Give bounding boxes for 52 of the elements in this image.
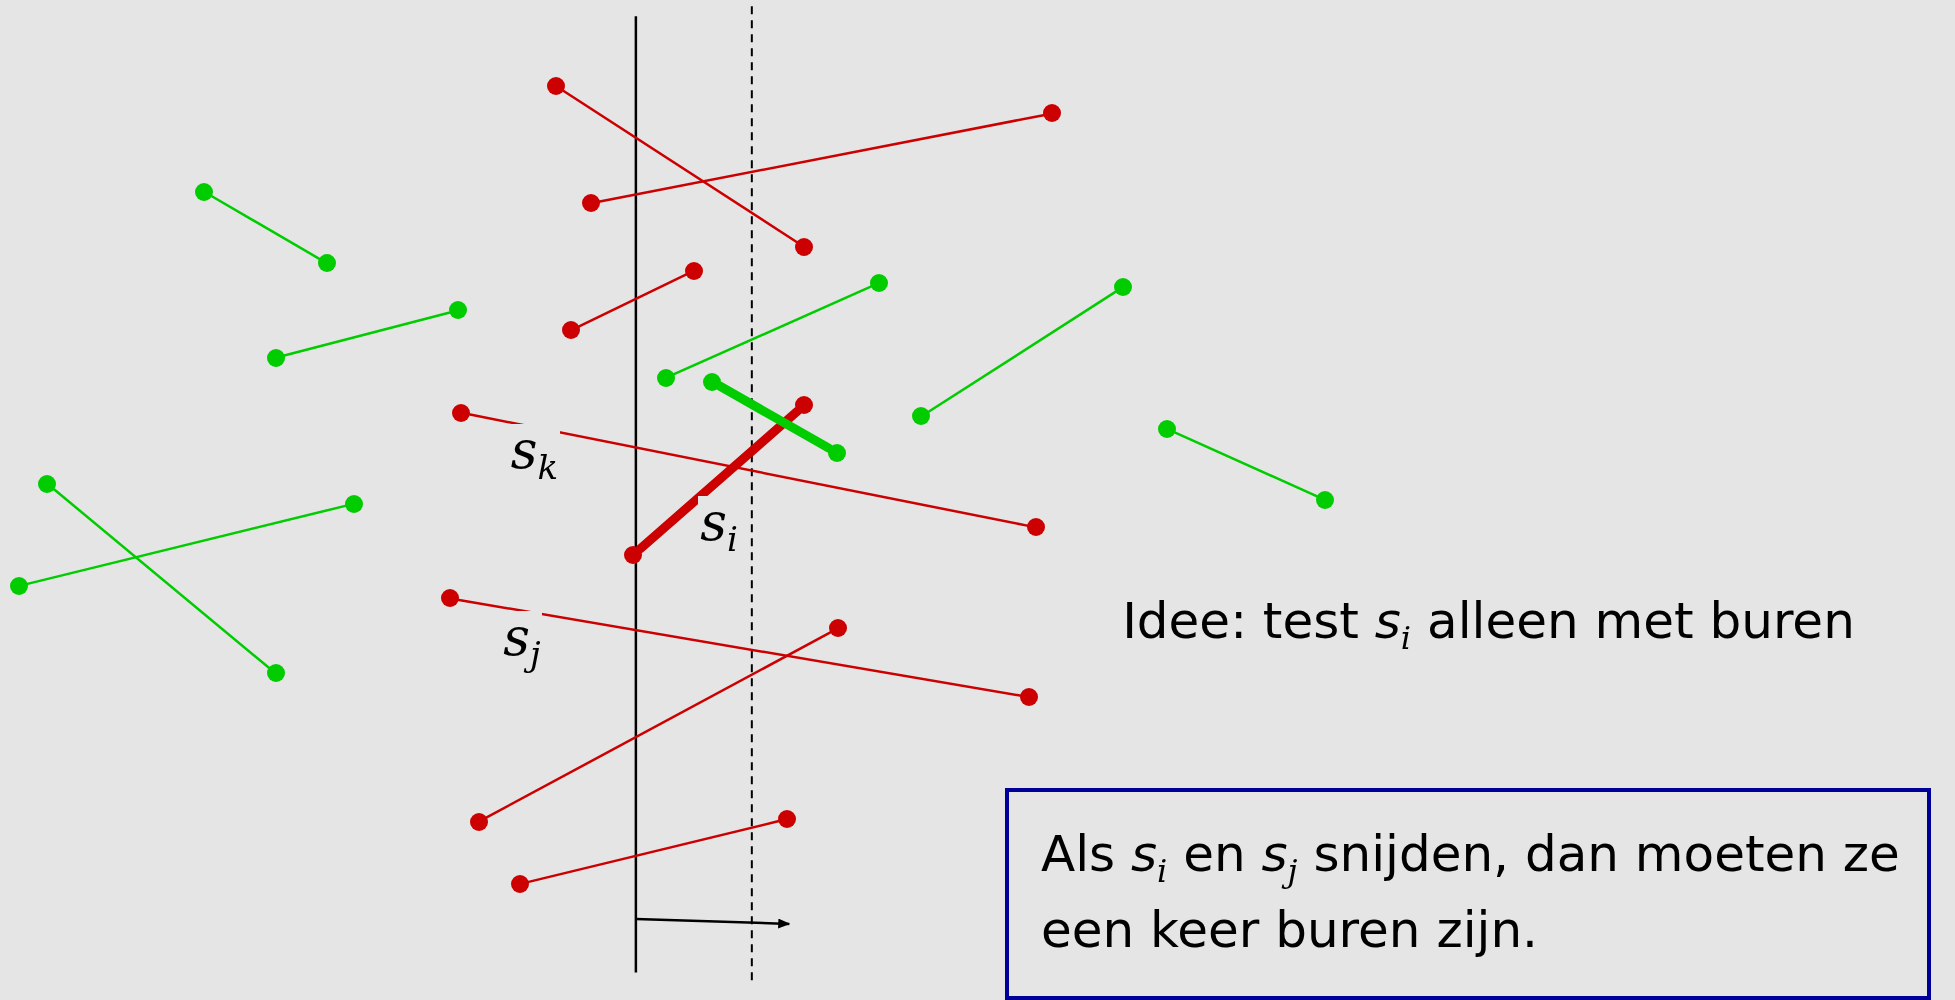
endpoint-dot (702, 372, 721, 391)
endpoint-dot (9, 577, 28, 595)
annotation-text: Idee: test s$_{i}$ alleen met buren (1122, 591, 1855, 658)
line-segment (457, 598, 1021, 697)
endpoint-dot (827, 443, 846, 462)
line-segment (26, 504, 347, 586)
endpoint-dot (562, 321, 581, 340)
line-segment (1174, 431, 1319, 498)
line-segment (527, 820, 780, 884)
endpoint-dot (452, 403, 471, 422)
endpoint-dot (38, 474, 57, 493)
line-segment (283, 311, 451, 357)
endpoint-dot (448, 301, 467, 320)
line-segment (468, 413, 1029, 527)
line-segment (598, 113, 1045, 203)
line-segment (577, 273, 688, 328)
endpoint-dot (345, 494, 364, 513)
line-segment (927, 290, 1118, 413)
endpoint-dot (1043, 104, 1062, 123)
endpoint-dot (266, 664, 285, 683)
line-segment (485, 631, 832, 819)
endpoint-dot (441, 589, 460, 608)
endpoint-dot (1027, 518, 1046, 537)
line-segment (635, 406, 802, 554)
endpoint-dot (1158, 419, 1176, 438)
endpoint-dot (1316, 490, 1335, 509)
line-segment (53, 488, 270, 669)
line-segment (562, 89, 798, 244)
endpoint-dot (469, 812, 488, 831)
note-text: Als s$_{i}$ en s$_{j}$ snijden, dan moeten ze een keer buren zijn. (1040, 824, 1901, 962)
endpoint-dot (195, 183, 214, 201)
endpoint-dot (795, 237, 814, 256)
line-segment (211, 195, 321, 260)
endpoint-dot (912, 407, 931, 426)
endpoint-dot (870, 274, 888, 292)
endpoint-dot (828, 619, 847, 638)
endpoint-dot (266, 348, 285, 367)
endpoint-dot (510, 875, 529, 893)
line-segment (672, 285, 873, 376)
endpoint-dot (1114, 277, 1133, 296)
endpoint-dot (795, 396, 814, 415)
endpoint-dot (685, 261, 704, 280)
endpoint-dot (656, 368, 675, 387)
note-box (1004, 788, 1932, 1000)
endpoint-dot (777, 810, 796, 829)
endpoint-dot (582, 194, 600, 213)
endpoint-dot (1019, 687, 1038, 706)
endpoint-dot (624, 545, 643, 564)
line-segment (715, 381, 834, 453)
endpoint-dot (317, 254, 336, 273)
edge-label: s$_{j}$ (501, 610, 543, 672)
endpoint-dot (547, 77, 566, 95)
